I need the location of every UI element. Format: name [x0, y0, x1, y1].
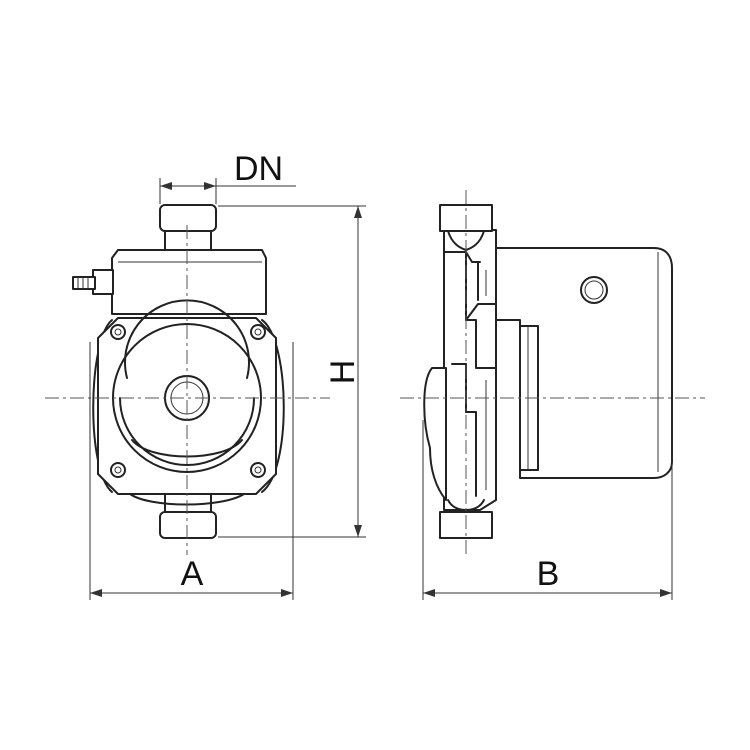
bolt-icon [110, 324, 126, 340]
side-view [423, 204, 673, 539]
control-box [111, 249, 267, 315]
bolt-icon [250, 324, 266, 340]
arrow-icon [281, 589, 293, 597]
indicator-lamp [580, 276, 608, 304]
arrow-icon [160, 182, 172, 190]
arrow-icon [90, 589, 102, 597]
dn-label: DN [234, 150, 283, 188]
top-port-neck [164, 230, 212, 251]
volute-bulge [423, 367, 447, 501]
bolt-icon [110, 462, 126, 478]
arrow-icon [354, 206, 362, 218]
motor-housing [489, 247, 673, 479]
a-label: A [181, 555, 204, 593]
arrow-icon [204, 182, 216, 190]
arrow-icon [660, 589, 672, 597]
bottom-port [159, 511, 217, 539]
top-port [159, 204, 217, 232]
b-label: B [537, 555, 560, 593]
front-view [72, 204, 285, 539]
arrow-icon [423, 589, 435, 597]
h-label: H [324, 360, 362, 385]
dimension-lines [89, 178, 673, 600]
center-lines [45, 190, 705, 555]
arrow-icon [354, 525, 362, 537]
pump-body [443, 229, 497, 511]
bolt-icon [250, 462, 266, 478]
